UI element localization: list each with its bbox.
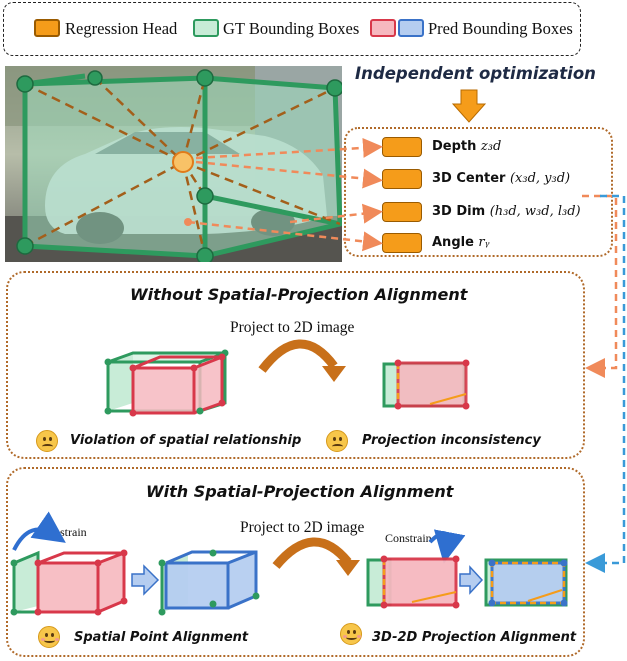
car-photo-drawing [5,66,342,262]
legend-regression-head-label: Regression Head [65,19,178,38]
down-arrow-icon [451,89,487,123]
regression-head-box: Depth z₃d 3D Center (x₃d, y₃d) 3D Dim (h… [344,127,613,257]
gt-box-swatch [193,19,219,37]
curved-arrow-icon [258,339,338,373]
blue-connector-arrow [585,194,626,573]
right-arrow-icon [131,564,160,596]
right-arrow-icon-2 [459,565,484,595]
aligned-2d-projection-blue [484,558,568,607]
curved-arrow-head [322,366,346,382]
aligned-gt-pred-boxes [10,549,128,616]
panel-without-alignment: Without Spatial-Projection Alignment Pro… [6,271,585,459]
param-depth: Depth z₃d [432,139,502,154]
inconsistent-2d-projection [382,359,470,410]
curved-arrow-icon-2 [272,537,352,569]
param-angle: Angle rᵧ [432,235,490,250]
happy-face-icon [38,626,60,648]
regression-dashed-arrows [187,137,383,252]
pred-red-swatch [370,19,396,37]
caption-violation: Violation of spatial relationship [70,433,302,448]
sad-face-icon [36,430,58,452]
constrain-label-right: Constrain [385,531,432,545]
constrain-arrow-right [428,529,466,564]
caption-3d-2d-projection-alignment: 3D-2D Projection Alignment [372,630,577,645]
misaligned-3d-boxes [104,349,229,417]
aligned-blue-box [158,549,260,616]
regression-head-swatch [34,19,60,37]
independent-optimization-title: Independent optimization [355,64,596,83]
caption-projection-inconsistency: Projection inconsistency [362,433,541,448]
constrain-arrow-left [12,511,66,551]
pred-blue-swatch [398,19,424,37]
panel-with-project-label: Project to 2D image [240,519,365,536]
curved-arrow-head-2 [336,560,360,576]
sad-face-icon-right [326,430,348,452]
panel-with-title: With Spatial-Projection Alignment [146,482,454,501]
happy-face-icon-right [340,623,362,645]
panel-without-project-label: Project to 2D image [230,319,355,336]
legend-pred-label: Pred Bounding Boxes [428,19,573,38]
param-3d-center: 3D Center (x₃d, y₃d) [432,171,571,186]
car-photo [5,66,342,262]
orange-connector-arrow [582,194,618,378]
caption-spatial-point-alignment: Spatial Point Alignment [74,630,249,645]
legend-gt-label: GT Bounding Boxes [223,19,360,38]
param-3d-dim: 3D Dim (h₃d, w₃d, l₃d) [432,204,581,219]
legend: Regression Head GT Bounding Boxes Pred B… [3,2,581,56]
panel-without-title: Without Spatial-Projection Alignment [130,285,468,304]
aligned-2d-projection-red [366,555,460,609]
